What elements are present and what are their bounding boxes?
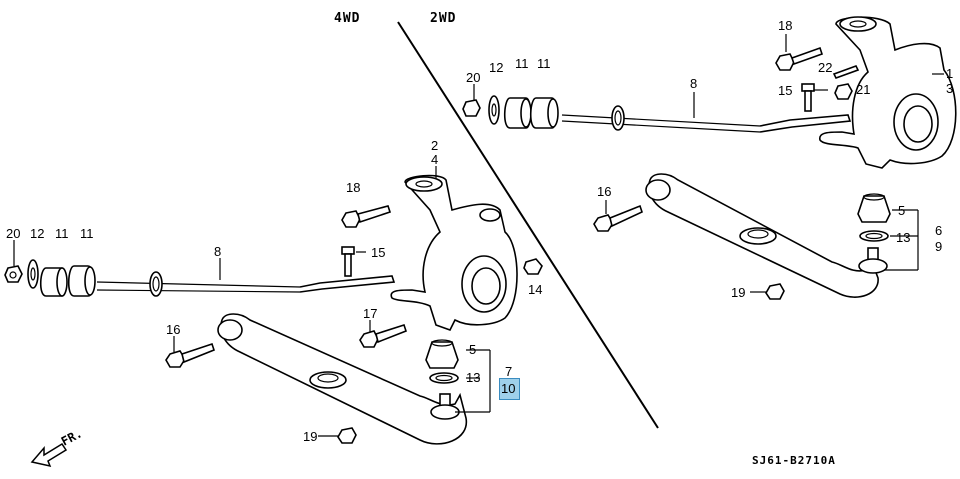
lower-arm-4wd[interactable]: [217, 313, 467, 445]
callout-7-4wd: 7: [505, 364, 512, 379]
callout-12-4wd: 12: [30, 226, 44, 241]
bolt-18-2wd[interactable]: [775, 46, 824, 71]
leader-lines-2wd: [473, 34, 944, 293]
callout-11a-2wd: 11: [515, 56, 529, 71]
callout-bracket-2wd: [884, 209, 919, 271]
lower-arm-2wd[interactable]: [645, 173, 879, 298]
callout-5-4wd: 5: [469, 342, 476, 357]
header-4wd: 4WD: [334, 11, 361, 26]
callout-18-2wd: 18: [778, 18, 792, 33]
callout-11b-2wd: 11: [537, 56, 551, 71]
callout-14-4wd: 14: [528, 282, 542, 297]
callout-9-2wd: 9: [935, 239, 942, 254]
callout-1-2wd: 1: [946, 66, 953, 81]
callout-11b-4wd: 11: [80, 226, 94, 241]
bushing-11b-4wd[interactable]: [67, 265, 96, 297]
callout-11a-4wd: 11: [55, 226, 69, 241]
nut-19-2wd[interactable]: [765, 283, 785, 300]
leader-lines-4wd: [13, 166, 437, 437]
circlip-13-2wd[interactable]: [859, 230, 889, 242]
callout-13-4wd: 13: [466, 370, 480, 385]
ball-joint-4wd[interactable]: [430, 393, 460, 420]
knuckle-2wd[interactable]: [819, 16, 957, 169]
callout-15-2wd: 15: [778, 83, 792, 98]
callout-5-2wd: 5: [898, 203, 905, 218]
circlip-13-4wd[interactable]: [429, 372, 459, 384]
nut-19-4wd[interactable]: [337, 427, 357, 444]
callout-10-4wd[interactable]: 10: [501, 381, 515, 396]
bolt-17-4wd[interactable]: [359, 323, 407, 348]
washer-12-4wd[interactable]: [27, 259, 39, 289]
callout-13-2wd: 13: [896, 230, 910, 245]
callout-19-4wd: 19: [303, 429, 317, 444]
callout-18-4wd: 18: [346, 180, 360, 195]
callout-16-2wd: 16: [597, 184, 611, 199]
callout-15-4wd: 15: [371, 245, 385, 260]
callout-bracket-4wd: [455, 349, 491, 413]
nut-21-2wd[interactable]: [834, 83, 853, 100]
bolt-15-4wd[interactable]: [341, 246, 355, 277]
bushing-11a-2wd[interactable]: [503, 97, 532, 129]
bolt-18-4wd[interactable]: [341, 205, 392, 228]
callout-16-4wd: 16: [166, 322, 180, 337]
boot-5-2wd[interactable]: [857, 193, 891, 223]
boot-5-4wd[interactable]: [425, 339, 459, 369]
divider-line: [397, 21, 659, 429]
nut-20-2wd[interactable]: [462, 99, 481, 117]
stabilizer-bar-2wd[interactable]: [561, 105, 852, 133]
nut-20-4wd[interactable]: [4, 265, 23, 283]
diagram-code: SJ61-B2710A: [752, 454, 836, 467]
callout-22-2wd: 22: [818, 60, 832, 75]
callout-12-2wd: 12: [489, 60, 503, 75]
bushing-11a-4wd[interactable]: [39, 267, 68, 297]
bushing-11b-2wd[interactable]: [529, 97, 559, 129]
callout-20-2wd: 20: [466, 70, 480, 85]
callout-8-4wd: 8: [214, 244, 221, 259]
header-2wd: 2WD: [430, 11, 457, 26]
bolt-15-2wd[interactable]: [801, 83, 815, 112]
callout-21-2wd: 21: [856, 82, 870, 97]
selected-part-highlight[interactable]: [499, 378, 520, 400]
knuckle-4wd[interactable]: [390, 174, 518, 331]
stabilizer-bar-4wd[interactable]: [96, 271, 396, 297]
nut-14-4wd[interactable]: [523, 258, 543, 275]
callout-8-2wd: 8: [690, 76, 697, 91]
callout-4-4wd: 4: [431, 152, 438, 167]
bolt-16-2wd[interactable]: [593, 204, 643, 232]
callout-3-2wd: 3: [946, 81, 953, 96]
callout-6-2wd: 6: [935, 223, 942, 238]
front-label: FR.: [59, 426, 85, 449]
washer-12-2wd[interactable]: [488, 95, 500, 125]
callout-20-4wd: 20: [6, 226, 20, 241]
callout-2-4wd: 2: [431, 138, 438, 153]
pin-22-2wd[interactable]: [832, 65, 860, 79]
bolt-16-4wd[interactable]: [165, 342, 215, 368]
callout-19-2wd: 19: [731, 285, 745, 300]
callout-17-4wd: 17: [363, 306, 377, 321]
front-arrow: [30, 442, 68, 468]
ball-joint-2wd[interactable]: [858, 247, 888, 274]
